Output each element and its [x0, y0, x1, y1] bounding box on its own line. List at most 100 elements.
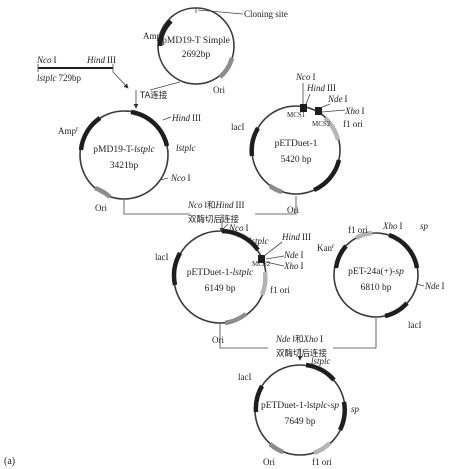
xho-leader-3 [265, 261, 285, 267]
final-sp-label: sp [351, 404, 360, 414]
mcs1-box [300, 104, 307, 112]
plasmid1-gene-label: lstplc [176, 143, 196, 153]
kan-marker [333, 244, 348, 269]
amp-label: Ampr [143, 30, 164, 41]
pet24-laci-marker [384, 301, 409, 319]
petduet-ori-label: Ori [287, 205, 299, 215]
plasmid1-name: pMD19-T-lstplc [93, 145, 155, 155]
hind-leader-2 [305, 93, 311, 105]
final-gene-label: lstplc [311, 356, 331, 366]
pet24-f1ori-label: f1 ori [348, 225, 368, 235]
nco-leader-1 [159, 177, 169, 181]
panel-label: (a) [4, 456, 15, 467]
pet24-merge-line [333, 318, 377, 349]
nde-leader-2 [319, 103, 331, 109]
plasmid3-laci-label: lacI [155, 252, 169, 262]
final-lstplc-marker [305, 362, 336, 382]
final-name: pETDuet-1-lstplc-sp [261, 401, 339, 411]
ori-marker-3 [313, 159, 342, 193]
petduet-merge-line [255, 196, 297, 215]
pet24-f1ori-marker [354, 230, 373, 241]
lstplc-insert-marker-2 [221, 228, 260, 252]
fragment-arrow [112, 71, 129, 89]
final-ori-marker [268, 442, 284, 455]
mcs2-label: MCS2 [312, 120, 331, 128]
pmd19t-size: 2692bp [182, 50, 211, 60]
pmd19t-simple-plasmid: Cloning site Ampr pMD19-T Simple 2692bp … [143, 7, 288, 95]
pet24-size: 6810 bp [361, 283, 392, 293]
final-f1ori-label: f1 ori [312, 457, 332, 467]
cloning-site-label: Cloning site [244, 9, 288, 19]
petduet-laci-label: lacI [231, 122, 245, 132]
final-f1ori-marker [313, 441, 332, 456]
plasmid1-amp-label: Ampr [58, 125, 79, 136]
plasmid3-f1ori-label: f1 ori [270, 285, 290, 295]
plasmid3-ori-label: Ori [212, 335, 224, 345]
nde-leader-3 [265, 255, 285, 260]
ori-marker-2 [94, 185, 112, 199]
plasmid3-size: 6149 bp [205, 284, 236, 294]
plasmid1-ori-label: Ori [95, 203, 107, 213]
amp-marker [157, 19, 173, 47]
plasmid1-size: 3421bp [110, 161, 139, 171]
nde-leader-4 [416, 283, 425, 287]
final-laci-marker [253, 384, 264, 413]
step2-line2: 双酶切后连接 [188, 214, 240, 225]
sp-insert-marker [388, 232, 420, 269]
f1-ori-marker-2 [259, 271, 268, 296]
pmd19t-name: pMD19-T Simple [162, 36, 230, 46]
final-plasmid: lstplc lacI sp pETDuet-1-lstplc-sp 7649 … [238, 356, 360, 467]
laci-marker-2 [171, 251, 183, 286]
pet24-name: pET-24a(+)-sp [348, 266, 404, 277]
hind-leader-1 [162, 116, 172, 121]
pmd19t-ori-label: Ori [213, 85, 225, 95]
final-ori-label: Ori [263, 457, 275, 467]
pet24a-ring [333, 232, 419, 318]
mcs1-label: MCS1 [287, 111, 306, 119]
petduet-small-marker [268, 184, 283, 195]
pet24-sp-label: sp [420, 221, 429, 231]
nco-leader-3 [221, 223, 229, 231]
laci-marker [249, 126, 260, 157]
plasmid1-merge-line [123, 200, 190, 215]
pet24-laci-label: lacI [408, 320, 422, 330]
cloning-site-leader [197, 9, 244, 15]
ori-marker [218, 57, 235, 79]
xho-leader-2 [321, 109, 346, 113]
step3-line2: 双酶切后连接 [276, 348, 328, 359]
pet24-kan-label: Kanr [317, 242, 335, 253]
final-laci-label: lacI [238, 372, 252, 382]
mcs2-box-2 [258, 255, 265, 263]
mcs2-box [315, 107, 322, 115]
plasmid3-name: pETDuet-1-lstplc [187, 268, 254, 278]
amp-marker-2 [78, 116, 102, 151]
vector-arrow [149, 81, 181, 91]
petduet-f1ori-label: f1 ori [343, 119, 363, 129]
final-sp-marker [337, 401, 347, 432]
plasmid3-gene-label: lstplc [249, 236, 269, 246]
f1-ori-marker [323, 116, 341, 141]
lstplc-insert-marker [130, 109, 170, 147]
plasmid3-merge-line [219, 324, 268, 349]
